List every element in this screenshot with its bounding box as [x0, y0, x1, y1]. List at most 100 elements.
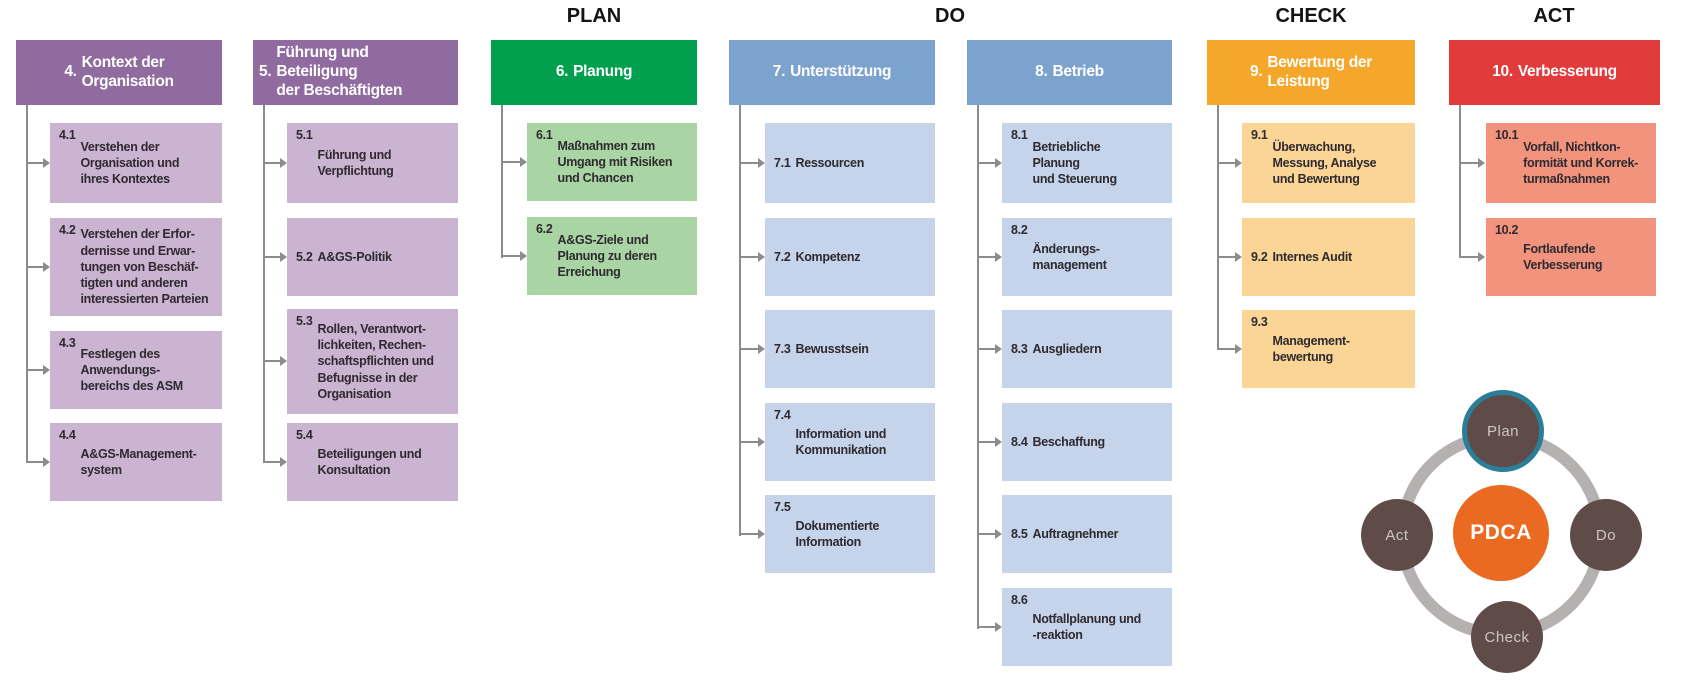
- box-7-5: 7.5 Dokumentierte Information: [765, 495, 935, 573]
- box-10-1: 10.1 Vorfall, Nichtkon- formität und Kor…: [1486, 123, 1656, 203]
- clause-text: Festlegen des Anwendungs- bereichs des A…: [80, 346, 183, 394]
- phase-label-do: DO: [935, 5, 965, 27]
- box-9-2: 9.2 Internes Audit: [1242, 218, 1415, 296]
- box-6-2: 6.2 A&GS-Ziele und Planung zu deren Erre…: [527, 217, 697, 295]
- clause-text: Notfallplanung und -reaktion: [1032, 611, 1141, 642]
- arrow-right-icon: [1217, 158, 1242, 168]
- clause-text: Kompetenz: [795, 249, 861, 264]
- clause-text: Internes Audit: [1272, 249, 1352, 264]
- pdca-node-act: Act: [1361, 499, 1433, 571]
- clause-number: 8.2: [1011, 223, 1028, 237]
- clause-title: Bewertung der Leistung: [1267, 53, 1372, 90]
- clause-number: 7.4: [774, 408, 791, 422]
- clause-text: Betriebliche Planung und Steuerung: [1032, 139, 1117, 187]
- phase-label-plan: PLAN: [566, 5, 622, 27]
- column-6-header: 6. Planung: [491, 40, 697, 105]
- clause-title: Verbesserung: [1517, 63, 1617, 81]
- arrow-right-icon: [739, 529, 765, 539]
- clause-number: 6.: [555, 63, 569, 81]
- clause-number: 4.1: [59, 128, 76, 142]
- column-10-header: 10. Verbesserung: [1449, 40, 1660, 105]
- clause-number: 6.2: [536, 222, 553, 236]
- box-5-2: 5.2 A&GS-Politik: [287, 218, 458, 296]
- clause-number: 5.1: [296, 128, 313, 142]
- clause-text: Beschaffung: [1032, 434, 1105, 449]
- clause-text: Maßnahmen zum Umgang mit Risiken und Cha…: [557, 138, 673, 186]
- clause-number: 4.3: [59, 336, 76, 350]
- clause-number: 4.2: [59, 223, 76, 237]
- box-5-1: 5.1 Führung und Verpflichtung: [287, 123, 458, 203]
- arrow-right-icon: [1217, 252, 1242, 262]
- column-5-header: 5. Führung und Beteiligung der Beschäfti…: [253, 40, 458, 105]
- arrow-right-icon: [263, 356, 287, 366]
- pdca-node-do: Do: [1570, 499, 1642, 571]
- clause-number: 5.3: [296, 314, 313, 328]
- column-4-header: 4. Kontext der Organisation: [16, 40, 222, 105]
- clause-title: Unterstützung: [790, 63, 892, 81]
- clause-text: Information und Kommunikation: [795, 426, 887, 457]
- arrow-right-icon: [1459, 158, 1485, 168]
- clause-text: Führung und Verpflichtung: [317, 147, 394, 178]
- clause-number: 8.4: [1011, 434, 1028, 449]
- box-10-2: 10.2 Fortlaufende Verbesserung: [1486, 218, 1656, 296]
- clause-text: Auftragnehmer: [1032, 526, 1119, 541]
- arrow-right-icon: [501, 157, 527, 167]
- clause-number: 7.3: [774, 341, 791, 356]
- box-8-5: 8.5 Auftragnehmer: [1002, 495, 1172, 573]
- box-5-3: 5.3 Rollen, Verantwort- lichkeiten, Rech…: [287, 309, 458, 414]
- arrow-right-icon: [263, 252, 287, 262]
- box-4-3: 4.3 Festlegen des Anwendungs- bereichs d…: [50, 331, 222, 409]
- phase-label-check: CHECK: [1275, 5, 1347, 27]
- arrow-right-icon: [26, 262, 50, 272]
- clause-title: Betrieb: [1052, 63, 1105, 81]
- column-9-header: 9. Bewertung der Leistung: [1207, 40, 1415, 105]
- arrow-right-icon: [1459, 252, 1485, 262]
- clause-number: 10.2: [1495, 223, 1519, 237]
- clause-number: 10.: [1492, 63, 1513, 81]
- connector-line: [739, 105, 741, 536]
- box-7-2: 7.2 Kompetenz: [765, 218, 935, 296]
- clause-number: 5.2: [296, 249, 313, 264]
- arrow-right-icon: [501, 251, 527, 261]
- clause-text: Verstehen der Erfor- dernisse und Erwar-…: [80, 227, 209, 307]
- connector-line: [26, 105, 28, 463]
- arrow-right-icon: [977, 437, 1002, 447]
- box-7-4: 7.4 Information und Kommunikation: [765, 403, 935, 481]
- pdca-node-check: Check: [1471, 601, 1543, 673]
- clause-text: Beteiligungen und Konsultation: [317, 446, 422, 477]
- arrow-right-icon: [739, 158, 765, 168]
- clause-number: 8.5: [1011, 526, 1028, 541]
- clause-text: A&GS-Politik: [317, 249, 392, 264]
- box-7-1: 7.1 Ressourcen: [765, 123, 935, 203]
- clause-text: Vorfall, Nichtkon- formität und Korrek- …: [1523, 139, 1638, 187]
- box-4-4: 4.4 A&GS-Management- system: [50, 423, 222, 501]
- clause-text: Überwachung, Messung, Analyse und Bewert…: [1272, 139, 1377, 187]
- arrow-right-icon: [977, 158, 1002, 168]
- box-7-3: 7.3 Bewusstsein: [765, 310, 935, 388]
- arrow-right-icon: [977, 344, 1002, 354]
- connector-line: [263, 105, 265, 463]
- box-5-4: 5.4 Beteiligungen und Konsultation: [287, 423, 458, 501]
- clause-text: Ressourcen: [795, 155, 865, 170]
- arrow-right-icon: [977, 252, 1002, 262]
- connector-line: [1217, 105, 1219, 350]
- arrow-right-icon: [263, 158, 287, 168]
- clause-number: 4.4: [59, 428, 76, 442]
- clause-text: Fortlaufende Verbesserung: [1523, 241, 1603, 272]
- arrow-right-icon: [977, 529, 1002, 539]
- connector-line: [501, 105, 503, 258]
- pdca-node-plan: Plan: [1462, 390, 1544, 472]
- clause-text: A&GS-Ziele und Planung zu deren Erreichu…: [557, 232, 657, 280]
- clause-number: 7.: [772, 63, 786, 81]
- clause-text: Dokumentierte Information: [795, 518, 880, 549]
- arrow-right-icon: [739, 437, 765, 447]
- column-7-header: 7. Unterstützung: [729, 40, 935, 105]
- connector-line: [1459, 105, 1461, 258]
- clause-text: Änderungs- management: [1032, 241, 1107, 272]
- clause-number: 5.4: [296, 428, 313, 442]
- box-8-6: 8.6 Notfallplanung und -reaktion: [1002, 588, 1172, 666]
- arrow-right-icon: [1217, 344, 1242, 354]
- arrow-right-icon: [739, 252, 765, 262]
- clause-text: Ausgliedern: [1032, 341, 1102, 356]
